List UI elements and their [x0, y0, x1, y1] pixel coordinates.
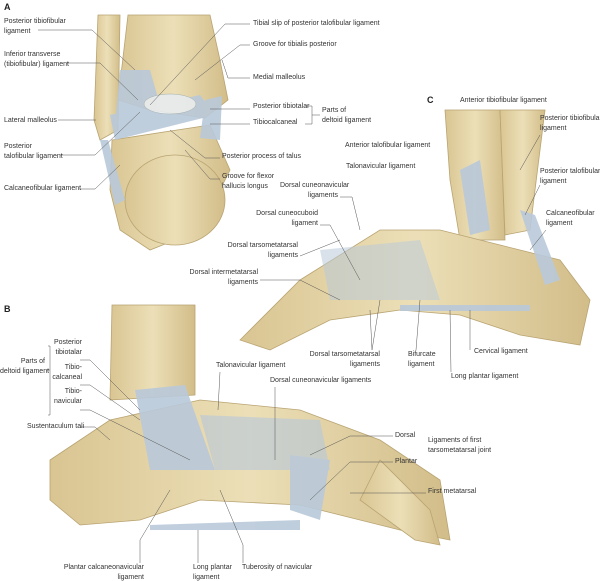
- label-inferior-transverse-ligament: Inferior transverse (tibiofibular) ligame…: [4, 50, 69, 69]
- label-line: Posterior tibiofibular: [540, 115, 600, 122]
- label-line: calcaneal: [52, 373, 82, 381]
- label-line: Inferior transverse: [4, 51, 61, 58]
- label-dorsal-intermetatarsal: Dorsal intermetatarsal ligaments: [170, 268, 258, 287]
- label-line: Parts of: [322, 107, 347, 114]
- label-b-talonavicular: Talonavicular ligament: [216, 362, 286, 369]
- label-line: Calcaneofibular: [546, 210, 595, 217]
- label-c-dorsal-cuneonavicular: Dorsal cuneonavicular ligaments: [280, 181, 350, 200]
- label-b-long-plantar: Long plantar ligament: [193, 563, 232, 581]
- label-line: hallucis longus: [222, 182, 268, 190]
- label-line: ligaments: [308, 191, 338, 199]
- panel-b-ligaments: [135, 385, 330, 530]
- label-b-dorsal-cuneonavicular: Dorsal cuneonavicular ligaments: [270, 377, 372, 384]
- label-line: ligament: [540, 124, 567, 132]
- label-tuberosity-navicular: Tuberosity of navicular: [242, 564, 313, 571]
- label-line: Dorsal tarsometatarsal: [309, 351, 380, 358]
- label-first-metatarsal: First metatarsal: [428, 488, 477, 495]
- label-line: ligament: [546, 219, 573, 227]
- label-b-tibionavicular: Tibio-navicular: [52, 387, 82, 406]
- label-groove-fhl: Groove for flexor hallucis longus: [222, 172, 274, 191]
- panel-c-ligaments: [320, 160, 560, 311]
- label-posterior-talofibular-ligament: Posterior talofibular ligament: [4, 142, 63, 161]
- label-lateral-malleolus: Lateral malleolus: [4, 117, 57, 124]
- label-tibiocalcaneal: Tibiocalcaneal: [253, 119, 298, 126]
- label-medial-malleolus: Medial malleolus: [253, 74, 306, 81]
- label-line: Dorsal intermetatarsal: [189, 269, 258, 276]
- label-line: Posterior tibiofibular: [4, 18, 66, 25]
- label-posterior-tibiofibular-ligament: Posterior tibiofibular ligament: [4, 17, 66, 36]
- label-c-calcaneofibular: Calcaneofibular ligament: [546, 209, 595, 228]
- label-line: (tibiofibular) ligament: [4, 60, 69, 68]
- label-line: ligaments: [228, 278, 258, 286]
- label-b-posterior-tibiotalar: Posterior tibiotalar: [52, 338, 82, 357]
- label-dorsal-tarsometatarsal-upper: Dorsal tarsometatarsal ligaments: [214, 241, 298, 260]
- label-b-tibiocalcaneal: Tibio-calcaneal: [52, 363, 82, 382]
- label-line: ligament: [193, 573, 220, 581]
- label-line: ligaments: [350, 360, 380, 368]
- label-line: ligament: [291, 219, 318, 227]
- label-groove-tibialis-posterior: Groove for tibialis posterior: [253, 41, 337, 48]
- label-line: talofibular ligament: [4, 152, 63, 160]
- label-line: tarsometatarsal joint: [428, 446, 492, 454]
- label-line: deltoid ligament: [0, 367, 50, 375]
- label-line: Dorsal cuneocuboid: [256, 210, 318, 217]
- label-plantar: Plantar: [395, 458, 418, 465]
- label-line: Plantar calcaneonavicular: [63, 564, 144, 571]
- label-line: Dorsal cuneonavicular: [280, 182, 350, 189]
- label-line: Tibio-: [64, 388, 82, 395]
- panel-label-a: A: [4, 2, 11, 12]
- label-dorsal: Dorsal: [395, 432, 416, 439]
- label-dorsal-cuneocuboid: Dorsal cuneocuboid ligament: [240, 209, 318, 228]
- label-anterior-talofibular: Anterior talofibular ligament: [345, 142, 431, 149]
- label-posterior-process-talus: Posterior process of talus: [222, 153, 301, 160]
- label-line: ligament: [117, 573, 144, 581]
- label-calcaneofibular-ligament: Calcaneofibular ligament: [4, 185, 82, 192]
- label-c-posterior-talofibular: Posterior talofibular ligament: [540, 167, 600, 186]
- label-sustentaculum-tali: Sustentaculum tali: [27, 423, 85, 430]
- label-line: Ligaments of first: [428, 437, 482, 444]
- label-cervical: Cervical ligament: [474, 348, 528, 355]
- label-line: ligaments: [268, 251, 298, 259]
- label-bifurcate: Bifurcate ligament: [408, 350, 436, 369]
- label-posterior-tibiotalar: Posterior tibiotalar: [253, 103, 310, 110]
- label-line: Groove for flexor: [222, 173, 275, 180]
- label-line: Parts of: [20, 358, 45, 365]
- leader-lines: [38, 23, 547, 563]
- label-line: ligament: [408, 360, 435, 368]
- label-dorsal-tarsometatarsal-lower: Dorsal tarsometatarsal ligaments: [300, 350, 380, 369]
- label-tibial-slip: Tibial slip of posterior talofibular lig…: [253, 20, 380, 27]
- label-line: ligament: [4, 27, 31, 35]
- label-line: ligament: [540, 177, 567, 185]
- label-anterior-tibiofibular: Anterior tibiofibular ligament: [460, 97, 547, 104]
- label-line: tibiotalar: [55, 348, 82, 356]
- label-parts-of-deltoid: Parts of deltoid ligament: [322, 106, 371, 125]
- label-line: Posterior: [4, 143, 33, 150]
- label-c-posterior-tibiofibular: Posterior tibiofibular ligament: [540, 114, 600, 133]
- label-line: Long plantar: [193, 564, 232, 571]
- label-line: deltoid ligament: [322, 116, 372, 124]
- panel-label-c: C: [427, 95, 434, 105]
- label-line: Dorsal tarsometatarsal: [227, 242, 298, 249]
- label-line: Bifurcate: [408, 351, 436, 358]
- label-plantar-calcaneonavicular: Plantar calcaneonavicular ligament: [60, 563, 144, 581]
- label-line: Posterior talofibular: [540, 168, 600, 175]
- label-ligaments-first-tmt: Ligaments of first tarsometatarsal joint: [428, 436, 491, 455]
- panel-label-b: B: [4, 304, 11, 314]
- label-line: navicular: [53, 397, 82, 405]
- label-c-talonavicular: Talonavicular ligament: [346, 163, 416, 170]
- label-c-long-plantar: Long plantar ligament: [451, 373, 519, 380]
- label-line: Tibio-: [64, 364, 82, 371]
- label-line: Posterior: [53, 339, 82, 346]
- label-b-parts-deltoid: Parts of deltoid ligament: [0, 357, 50, 376]
